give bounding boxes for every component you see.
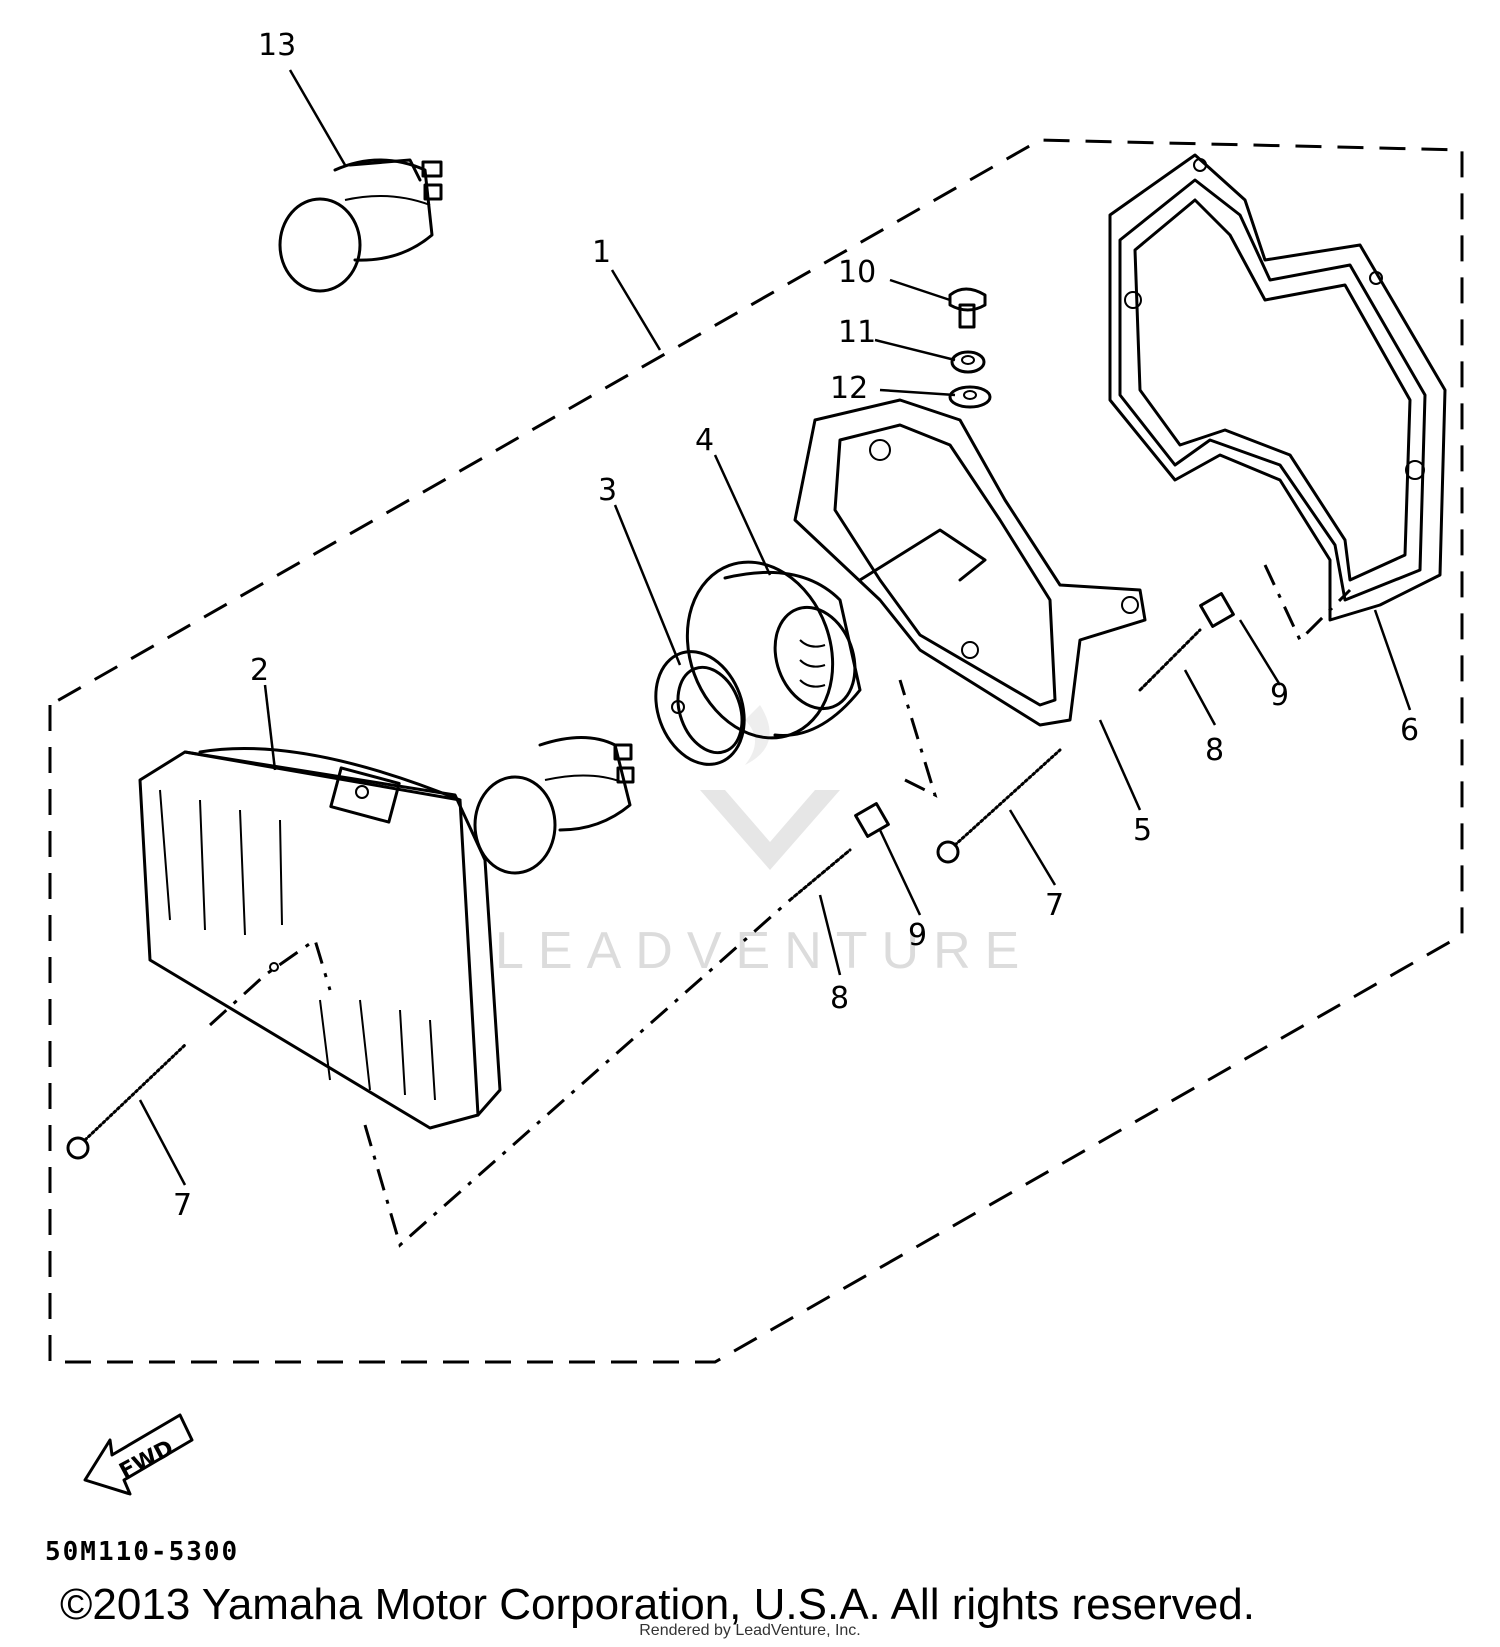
- callout-9-lower: 9: [908, 918, 927, 953]
- connector-line-nut-upper: [1263, 564, 1352, 643]
- fwd-arrow: FWD: [83, 1413, 194, 1496]
- part-6-outer-frame: [1108, 153, 1447, 622]
- rendered-by-notice: Rendered by LeadVenture, Inc.: [639, 1622, 861, 1639]
- leader-5: [1098, 719, 1142, 811]
- part-7-screw-lower: [66, 1043, 187, 1160]
- part-bulb-main: [473, 736, 635, 875]
- callout-13: 13: [258, 28, 296, 63]
- leader-2: [263, 684, 277, 771]
- callout-10: 10: [838, 255, 876, 290]
- callout-2: 2: [250, 653, 269, 688]
- callout-8-upper: 8: [1205, 733, 1224, 768]
- callout-6: 6: [1400, 713, 1419, 748]
- leader-1: [610, 269, 662, 351]
- callout-12: 12: [830, 371, 868, 406]
- leader-8a: [1183, 669, 1217, 726]
- leader-9a: [1238, 619, 1282, 686]
- leadventure-watermark: LEADVENTURE: [495, 705, 1033, 980]
- part-9-nut-lower: [854, 802, 890, 838]
- part-10-screw: [948, 287, 987, 329]
- callout-3: 3: [598, 473, 617, 508]
- leader-4: [713, 454, 772, 576]
- diagram-code: 50M110-5300: [45, 1537, 239, 1567]
- connector-line-screw-lower: [363, 898, 791, 1248]
- part-2-headlight-unit: [138, 747, 502, 1130]
- leader-6: [1373, 609, 1412, 711]
- part-8-spring-lower: [788, 848, 852, 902]
- leader-3: [613, 504, 682, 666]
- part-9-nut-upper: [1199, 592, 1235, 628]
- connector-line-nut-lower: [898, 679, 938, 798]
- callout-4: 4: [695, 423, 714, 458]
- callout-11: 11: [838, 315, 876, 350]
- part-13-bulb: [278, 158, 443, 293]
- leader-9b: [878, 829, 922, 916]
- leader-7a: [138, 1099, 187, 1186]
- copyright-notice: ©2013 Yamaha Motor Corporation, U.S.A. A…: [60, 1580, 1255, 1629]
- callout-5: 5: [1133, 813, 1152, 848]
- part-3-ring: [654, 650, 746, 766]
- callout-7-middle: 7: [1045, 888, 1064, 923]
- leader-11: [874, 338, 956, 362]
- leader-8b: [818, 894, 842, 976]
- callout-9-upper: 9: [1270, 678, 1289, 713]
- callout-1: 1: [592, 235, 611, 270]
- leader-12: [879, 388, 956, 397]
- part-11-washer: [950, 350, 986, 374]
- leader-13: [288, 69, 347, 166]
- callout-8-lower: 8: [830, 981, 849, 1016]
- callout-7-lower: 7: [173, 1188, 192, 1223]
- leader-10: [889, 278, 951, 302]
- watermark-text: LEADVENTURE: [495, 922, 1033, 980]
- part-12-washer: [948, 385, 992, 409]
- part-8-spring-upper: [1138, 628, 1202, 692]
- leader-7b: [1008, 809, 1057, 886]
- part-7-screw-middle: [936, 748, 1062, 864]
- part-5-housing: [793, 398, 1147, 727]
- fwd-label: FWD: [115, 1436, 178, 1485]
